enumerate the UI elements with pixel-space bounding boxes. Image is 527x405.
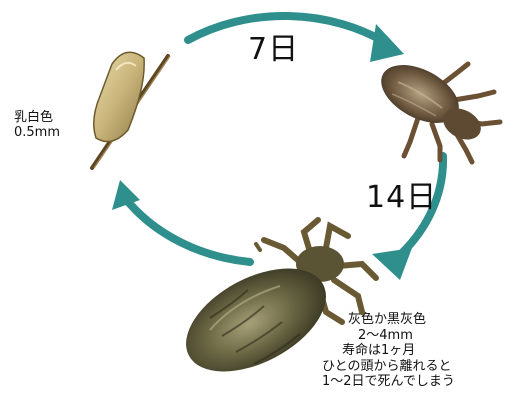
egg-color-label: 乳白色	[14, 110, 54, 125]
arrowhead-1	[370, 24, 404, 62]
adult-survival-line-1: ひとの頭から離れると	[322, 358, 452, 374]
arrow-adult-to-egg	[121, 194, 254, 266]
arrowheads	[112, 24, 412, 280]
adult-image	[186, 217, 379, 372]
egg-image	[90, 51, 171, 170]
arrowhead-3	[112, 180, 140, 210]
duration-label-14-days: 14日	[366, 180, 438, 215]
arrow-egg-to-nymph	[184, 11, 392, 48]
adult-survival-line-2: 1～2日で死んでしまう	[322, 374, 455, 389]
duration-label-7-days: 7日	[248, 32, 300, 67]
adult-description: 灰色か黒灰色 2～4mm 寿命は1ヶ月 ひとの頭から離れると 1～2日で死んでし…	[318, 312, 455, 390]
adult-lifespan-label: 寿命は1ヶ月	[342, 343, 416, 358]
adult-size-label: 2～4mm	[358, 327, 413, 343]
adult-color-label: 灰色か黒灰色	[348, 312, 427, 327]
egg-description: 乳白色 0.5mm	[14, 110, 60, 140]
arrowhead-2	[372, 248, 412, 280]
nymph-image	[381, 61, 503, 165]
egg-size-label: 0.5mm	[14, 125, 61, 140]
